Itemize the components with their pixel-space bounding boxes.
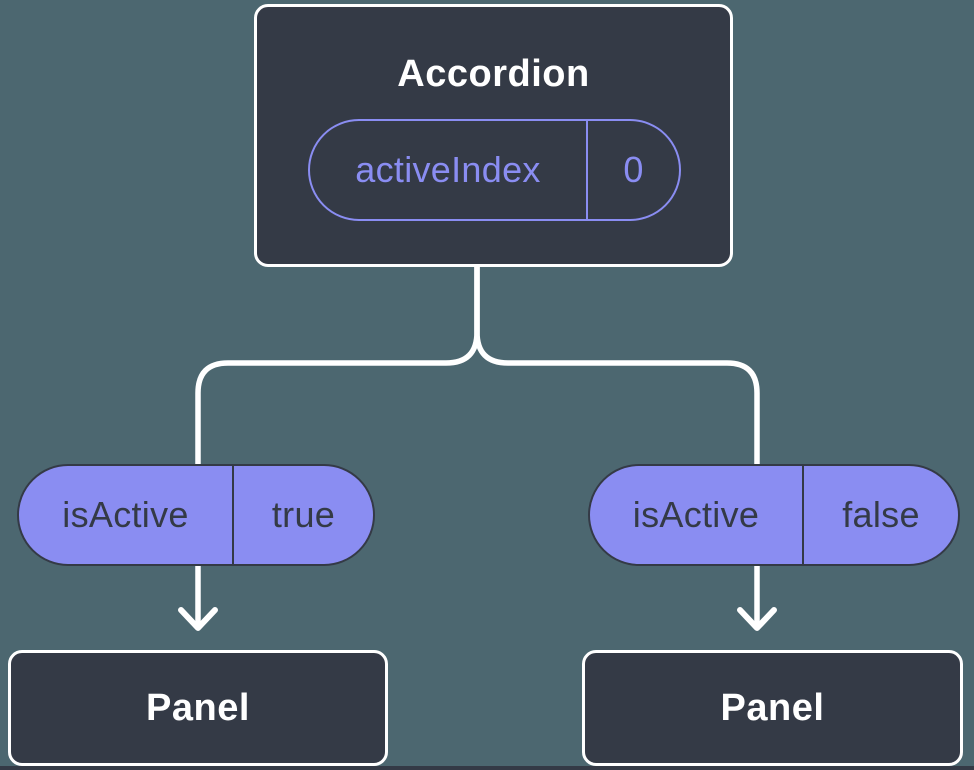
state-pill-activeindex: activeIndex 0: [308, 119, 681, 221]
state-pill-value: 0: [623, 149, 644, 190]
prop-pill-isactive-false: isActive false: [588, 464, 960, 566]
accordion-node-title: Accordion: [397, 53, 590, 95]
accordion-node: Accordion activeIndex 0: [254, 4, 733, 267]
panel-node-right: Panel: [582, 650, 963, 766]
connector-branch-right: [474, 267, 760, 468]
prop-pill-name: isActive: [632, 494, 760, 535]
prop-pill-name: isActive: [62, 494, 189, 535]
pill-divider: [802, 466, 804, 564]
pill-divider: [586, 121, 588, 219]
bottom-edge-band: [0, 766, 974, 770]
pill-divider: [232, 466, 234, 564]
connector-branch-left: [195, 267, 480, 468]
prop-pill-value: false: [842, 494, 920, 535]
panel-node-left: Panel: [8, 650, 388, 766]
prop-pill-value: true: [271, 494, 336, 535]
arrow-right-head-icon: [737, 607, 777, 631]
state-pill-name: activeIndex: [355, 149, 541, 190]
prop-pill-isactive-true: isActive true: [17, 464, 375, 566]
arrow-left-head-icon: [178, 607, 218, 631]
